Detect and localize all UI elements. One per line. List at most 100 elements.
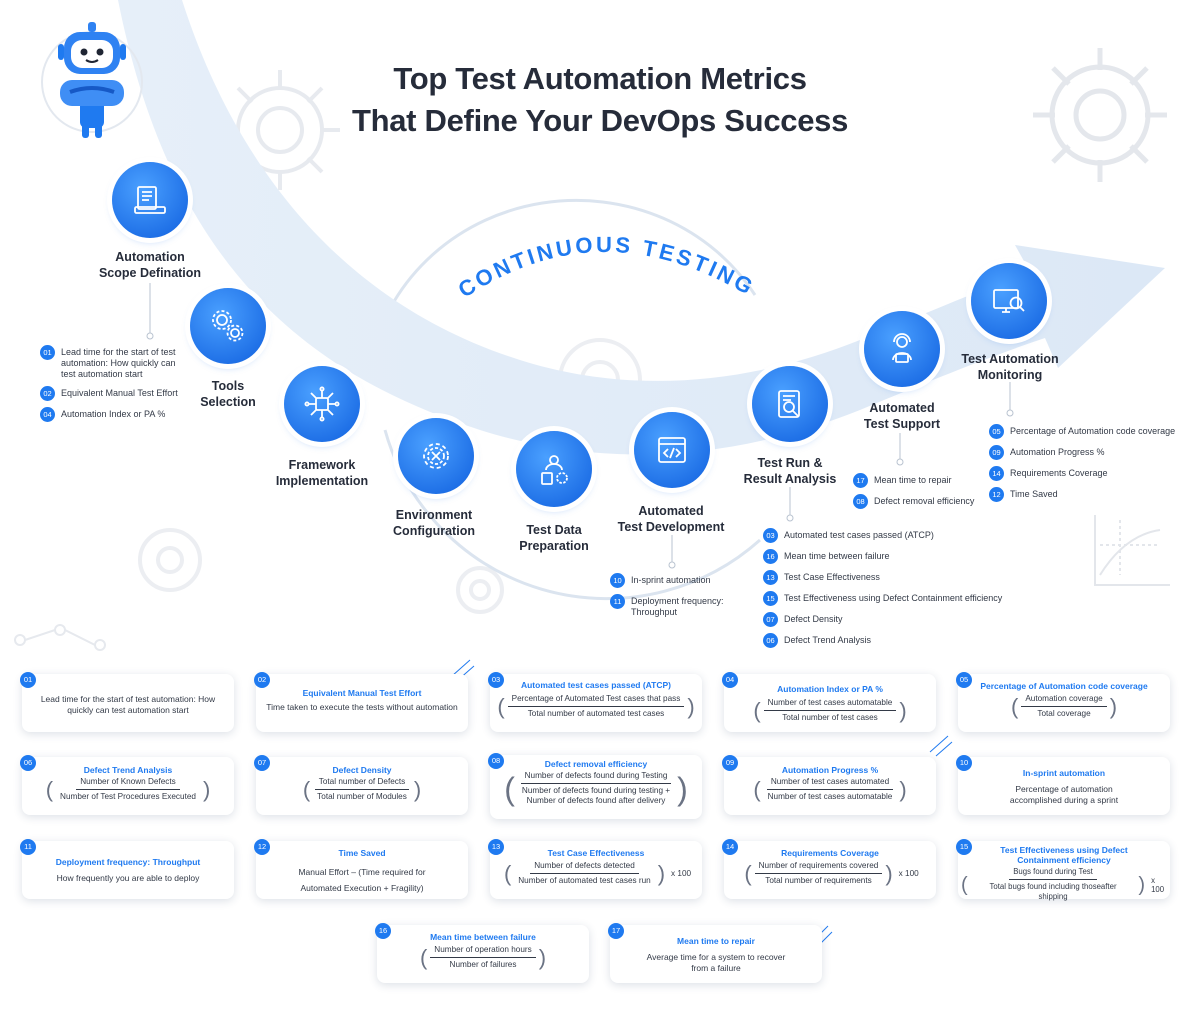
numerator: Number of defects detected (530, 861, 639, 874)
card-number-badge: 07 (254, 755, 270, 771)
page-title: Top Test Automation Metrics That Define … (300, 58, 900, 142)
code-window-icon (658, 437, 686, 463)
paren-left: ( (961, 873, 968, 896)
paren-left: ( (753, 697, 761, 723)
metric-text: Test Case Effectiveness (784, 572, 880, 582)
card-number-badge: 08 (488, 753, 504, 769)
card-body-line: Automated Execution + Fragility) (300, 883, 424, 893)
numerator: Automation coverage (1021, 694, 1107, 707)
paren-right: ) (885, 860, 893, 886)
stage-label-line: Automated (869, 401, 935, 415)
metric-text: Requirements Coverage (1010, 468, 1108, 478)
paren-right: ) (202, 776, 211, 802)
metric-card-06: 06 Defect Trend Analysis (Number of Know… (20, 755, 234, 815)
card-title: Defect removal efficiency (544, 759, 648, 769)
card-number-badge: 05 (956, 672, 972, 688)
metric-card-05: 05 Percentage of Automation code coverag… (956, 672, 1170, 732)
paren-left: ( (503, 860, 512, 886)
card-title: In-sprint automation (1022, 768, 1106, 778)
stage-label-line: Test Data (526, 523, 582, 537)
metric-number-badge: 13 (763, 570, 778, 585)
stage-support-circle (864, 311, 940, 387)
metric-number-badge: 03 (763, 528, 778, 543)
metric-number-badge: 15 (763, 591, 778, 606)
denominator: Total number of Modules (317, 792, 407, 801)
stage-framework-circle (284, 366, 360, 442)
support-metric-list: 17 Mean time to repair 08 Defect removal e… (853, 473, 993, 517)
metric-card-01: 01 Lead time for the start of test autom… (20, 672, 234, 732)
stage-label-line: Framework (288, 458, 356, 472)
denominator: Total number of automated test cases (527, 709, 665, 718)
card-title: Mean time to repair (677, 936, 755, 946)
card-number-badge: 17 (608, 923, 624, 939)
stage-monitoring-circle (971, 263, 1047, 339)
metric-card-04: 04 Automation Index or PA % (Number of t… (722, 672, 936, 732)
numerator: Number of test cases automatable (763, 698, 897, 711)
metric-card-16: 16 Mean time between failure (Number of … (375, 923, 589, 983)
card-title: Requirements Coverage (781, 848, 879, 858)
monitor-search-icon (993, 289, 1025, 313)
paren-right: ) (1138, 873, 1146, 896)
paren-right: ) (538, 944, 547, 970)
numerator: Number of operation hours (430, 945, 536, 958)
stage-label-line: Test Run & (757, 456, 823, 470)
metric-number-badge: 08 (853, 494, 868, 509)
list-item: 13 Test Case Effectiveness (763, 570, 1013, 585)
gears-icon (212, 310, 244, 342)
card-title: Equivalent Manual Test Effort (302, 688, 422, 698)
metric-text: Mean time to repair (874, 475, 952, 485)
graph-decor (1094, 515, 1170, 586)
list-item: 08 Defect removal efficiency (853, 494, 993, 509)
card-title-line: Containment efficiency (1017, 855, 1111, 865)
denominator: Number of automated test cases run (518, 876, 651, 885)
card-title: Defect Trend Analysis (83, 765, 173, 775)
metric-text: Defect removal efficiency (874, 496, 975, 506)
stage-label-line: Automation (115, 250, 185, 264)
card-number-badge: 11 (20, 839, 36, 855)
card-title: Automated test cases passed (ATCP) (520, 680, 672, 690)
denominator: Total number of requirements (765, 876, 872, 885)
stage-tools-circle (190, 288, 266, 364)
card-body: Lead time for the start of test automati… (40, 694, 216, 715)
stage-run-circle (752, 366, 828, 442)
numerator: Percentage of Automated Test cases that … (507, 694, 685, 707)
metric-card-07: 07 Defect Density (Total number of Defec… (254, 755, 468, 815)
metric-number-badge: 17 (853, 473, 868, 488)
metric-card-11: 11 Deployment frequency: Throughput How … (20, 839, 234, 899)
metric-text: Automation Index or PA % (61, 409, 166, 419)
paren-right: ) (899, 776, 907, 802)
metric-number-badge: 09 (989, 445, 1004, 460)
paren-left: ( (753, 776, 761, 802)
fraction: Percentage of Automated Test cases that … (507, 694, 685, 719)
card-title: Test Case Effectiveness (547, 848, 645, 858)
metric-card-17: 17 Mean time to repair Average time for … (608, 923, 822, 983)
paren-right: ) (687, 693, 695, 719)
title-line-2: That Define Your DevOps Success (351, 103, 849, 138)
card-number-badge: 01 (20, 672, 36, 688)
metric-text: Automation Progress % (1010, 447, 1105, 457)
stage-label-line: Test Support (863, 417, 941, 431)
stage-environment-circle (398, 418, 474, 494)
paren-left: ( (744, 860, 752, 886)
multiplier: x 100 (898, 869, 919, 878)
network-decor-left (14, 624, 106, 651)
denominator: Number of test cases automatable (767, 792, 893, 801)
